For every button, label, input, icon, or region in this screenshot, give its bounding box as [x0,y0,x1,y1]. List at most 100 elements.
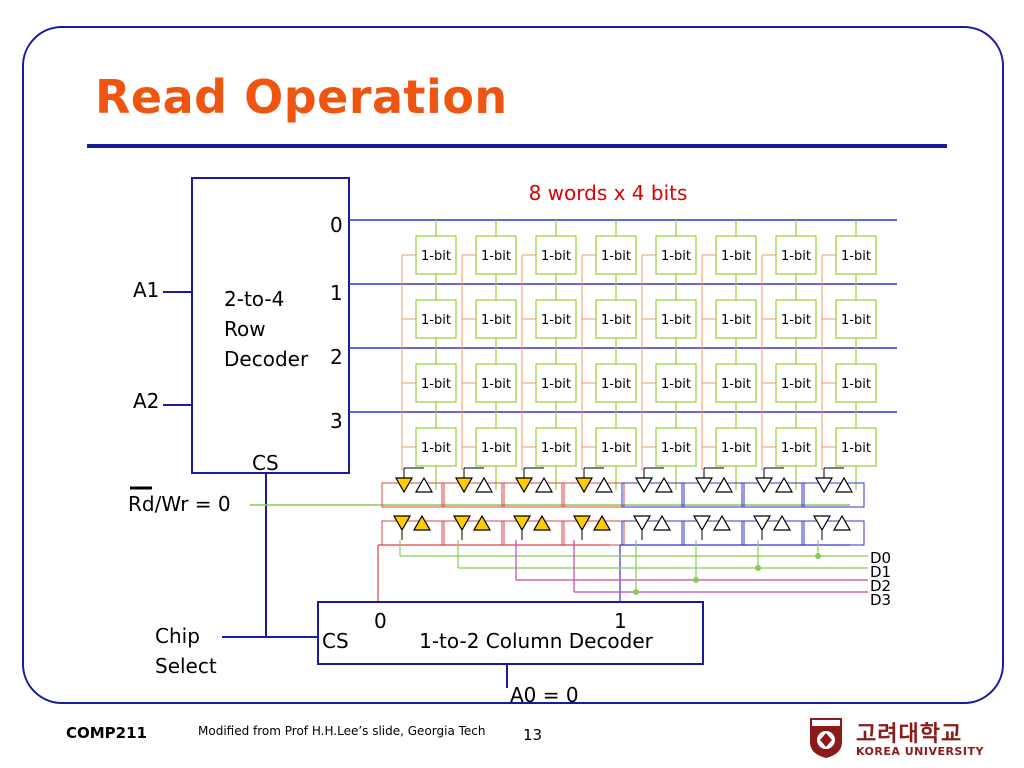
memory-cell-label: 1-bit [421,313,451,328]
footer-page-number: 13 [523,726,543,744]
column-decoder-out-0: 0 [374,609,387,633]
tri-buffer-down [694,477,714,494]
tri-buffer-out [632,515,652,532]
memory-cell-label: 1-bit [481,249,511,264]
chip-select-label-1: Chip [155,624,200,648]
row-decoder-cs: CS [252,451,279,475]
row-output-0: 0 [330,213,343,237]
tri-buffer-up [654,476,674,493]
tri-buffer-out [812,515,832,532]
tri-buffer-out [752,515,772,532]
row-output-1: 1 [330,281,343,305]
memory-cell [715,427,757,467]
tri-buffer-in [592,514,612,531]
memory-cell-label: 1-bit [541,377,571,392]
buffer-frame-bottom [681,520,745,546]
memory-cell-label: 1-bit [841,377,871,392]
memory-cell [655,299,697,339]
buffer-frame-top [621,482,685,508]
logo-english-text: KOREA UNIVERSITY [856,745,984,758]
footer-course: COMP211 [66,724,147,742]
memory-cell [775,299,817,339]
memory-cell-label: 1-bit [721,441,751,456]
tri-buffer-out [512,515,532,532]
memory-cell-label: 1-bit [601,377,631,392]
memory-cell [775,427,817,467]
buffer-frame-bottom [561,520,625,546]
column-decoder-cs: CS [322,629,349,653]
chip-select-label-2: Select [155,654,217,678]
address-input-a2: A2 [133,389,159,413]
tri-buffer-up [414,476,434,493]
tri-buffer-in [832,514,852,531]
memory-cell-label: 1-bit [721,313,751,328]
university-emblem-icon [810,718,842,758]
data-output-d1: D1 [870,563,891,581]
buffer-frame-bottom [801,520,865,546]
memory-cell [535,235,577,275]
slide-title: Read Operation [95,70,508,124]
memory-cell [415,363,457,403]
buffer-frame-bottom [501,520,565,546]
memory-cell-label: 1-bit [421,377,451,392]
memory-cell [835,235,877,275]
tri-buffer-in [472,514,492,531]
memory-cell [475,299,517,339]
memory-cell [415,235,457,275]
memory-cell [535,363,577,403]
memory-cell-label: 1-bit [481,313,511,328]
memory-cell-label: 1-bit [421,249,451,264]
memory-cell-label: 1-bit [841,249,871,264]
buffer-frame-top [681,482,745,508]
memory-cell [835,427,877,467]
memory-cell [595,299,637,339]
buffer-frame-top [501,482,565,508]
tri-buffer-down [754,477,774,494]
data-output-d3: D3 [870,591,891,609]
memory-cell [655,363,697,403]
memory-cell-label: 1-bit [601,249,631,264]
buffer-frame-bottom [381,520,445,546]
logo-korean-text: 고려대학교 [856,722,963,747]
memory-cell-label: 1-bit [421,441,451,456]
memory-cell-label: 1-bit [541,249,571,264]
memory-cell [715,299,757,339]
address-input-a1: A1 [133,278,159,302]
memory-cell [715,235,757,275]
tri-buffer-down [514,477,534,494]
memory-cell [835,299,877,339]
tri-buffer-in [652,514,672,531]
footer-credit: Modified from Prof H.H.Lee’s slide, Geor… [198,724,486,738]
memory-cell-label: 1-bit [721,249,751,264]
memory-cell-label: 1-bit [661,313,691,328]
memory-cell-label: 1-bit [601,313,631,328]
memory-cell-label: 1-bit [661,249,691,264]
memory-cell-label: 1-bit [781,377,811,392]
tri-buffer-up [834,476,854,493]
tri-buffer-down [634,477,654,494]
tri-buffer-in [772,514,792,531]
title-rule [87,144,947,148]
memory-cell-label: 1-bit [541,441,571,456]
memory-cell-label: 1-bit [841,313,871,328]
tri-buffer-down [574,477,594,494]
memory-cell-label: 1-bit [661,441,691,456]
memory-cell-label: 1-bit [481,377,511,392]
memory-cell-label: 1-bit [781,313,811,328]
buffer-frame-bottom [741,520,805,546]
tri-buffer-up [714,476,734,493]
tri-buffer-out [692,515,712,532]
row-output-3: 3 [330,409,343,433]
buffer-frame-top [741,482,805,508]
memory-cell [475,235,517,275]
column-decoder-out-1: 1 [614,609,627,633]
memory-cell-label: 1-bit [781,249,811,264]
memory-cell-label: 1-bit [661,377,691,392]
tri-buffer-in [712,514,732,531]
buffer-frame-bottom [441,520,505,546]
university-logo: 고려대학교 KOREA UNIVERSITY [800,712,1000,764]
tri-buffer-down [394,477,414,494]
row-decoder-label-3: Decoder [224,347,309,371]
memory-cell-label: 1-bit [841,441,871,456]
tri-buffer-out [392,515,412,532]
